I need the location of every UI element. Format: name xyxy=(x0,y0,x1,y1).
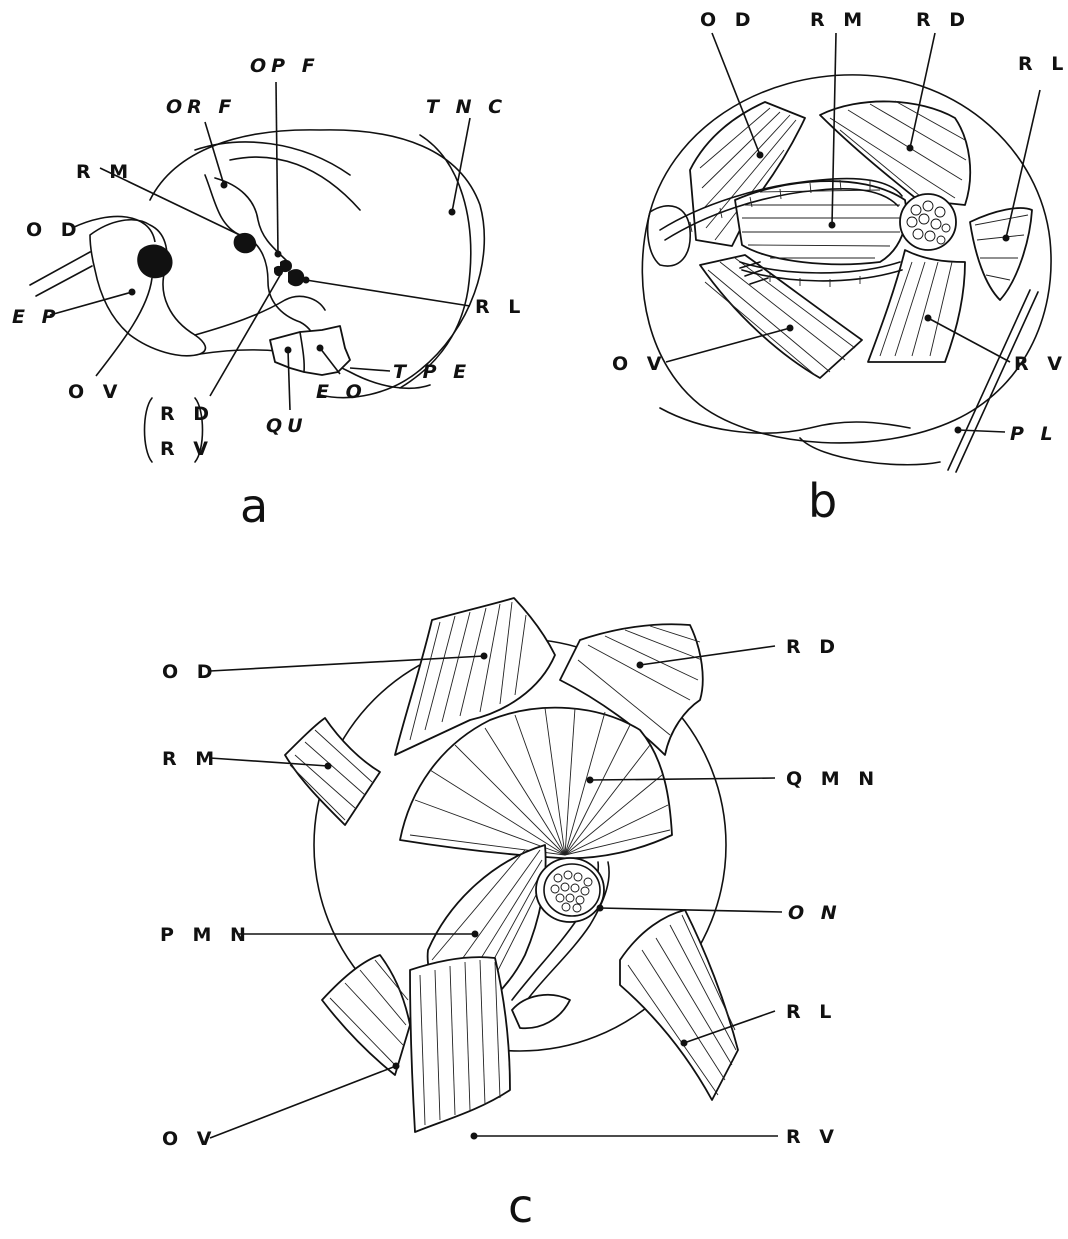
label-c-od: O D xyxy=(162,661,219,683)
panel-a: OP F OR F T N C R M O D R L E P O V T P … xyxy=(12,55,526,533)
label-orf: OR F xyxy=(166,96,236,118)
label-rv: R V xyxy=(160,438,214,460)
label-c-rv: R V xyxy=(786,1126,840,1148)
label-b-rd: R D xyxy=(916,9,971,31)
label-c-rm: R M xyxy=(162,748,220,770)
panel-b-labels: O D R M R D R L O V R V P L xyxy=(612,9,1068,445)
label-b-pl: P L xyxy=(1010,423,1058,445)
label-qu: QU xyxy=(266,415,308,437)
ov-insertion-blot xyxy=(137,244,173,279)
label-ep: E P xyxy=(12,306,61,328)
panel-b-leaders xyxy=(665,32,1041,434)
panel-b: O D R M R D R L O V R V P L b xyxy=(612,9,1068,528)
eye-orbit-sphere xyxy=(641,74,1052,466)
label-od: O D xyxy=(26,219,83,241)
label-b-rv: R V xyxy=(1014,353,1068,375)
panel-a-letter: a xyxy=(240,479,268,533)
label-rl: R L xyxy=(475,296,526,318)
panel-c-labels: O D R D R M Q M N P M N O N R L O V R V xyxy=(160,636,880,1150)
label-rm: R M xyxy=(76,161,134,183)
panel-b-muscles xyxy=(646,100,1039,473)
label-c-rd: R D xyxy=(786,636,841,658)
label-ov: O V xyxy=(68,381,123,403)
label-c-rl: R L xyxy=(786,1001,837,1023)
label-rd: R D xyxy=(160,403,215,425)
panel-c-muscles xyxy=(284,597,739,1133)
panel-a-leaders xyxy=(49,81,471,463)
label-b-ov: O V xyxy=(612,353,667,375)
panel-c-letter: c xyxy=(508,1179,533,1233)
label-c-qmn: Q M N xyxy=(786,768,880,790)
label-eo: E O xyxy=(316,381,367,403)
label-b-od: O D xyxy=(700,9,757,31)
panel-b-letter: b xyxy=(808,474,837,528)
panel-a-labels: OP F OR F T N C R M O D R L E P O V T P … xyxy=(12,55,526,460)
label-c-ov: O V xyxy=(162,1128,217,1150)
panel-c: O D R D R M Q M N P M N O N R L O V R V … xyxy=(160,597,880,1233)
label-c-pmn: P M N xyxy=(160,924,252,946)
label-opf: OP F xyxy=(250,55,320,77)
label-b-rl: R L xyxy=(1018,53,1068,75)
label-c-on: O N xyxy=(788,902,842,924)
label-tpe: T P E xyxy=(393,361,471,383)
label-b-rm: R M xyxy=(810,9,868,31)
panel-c-leaders xyxy=(209,645,783,1140)
label-tnc: T N C xyxy=(426,96,507,118)
